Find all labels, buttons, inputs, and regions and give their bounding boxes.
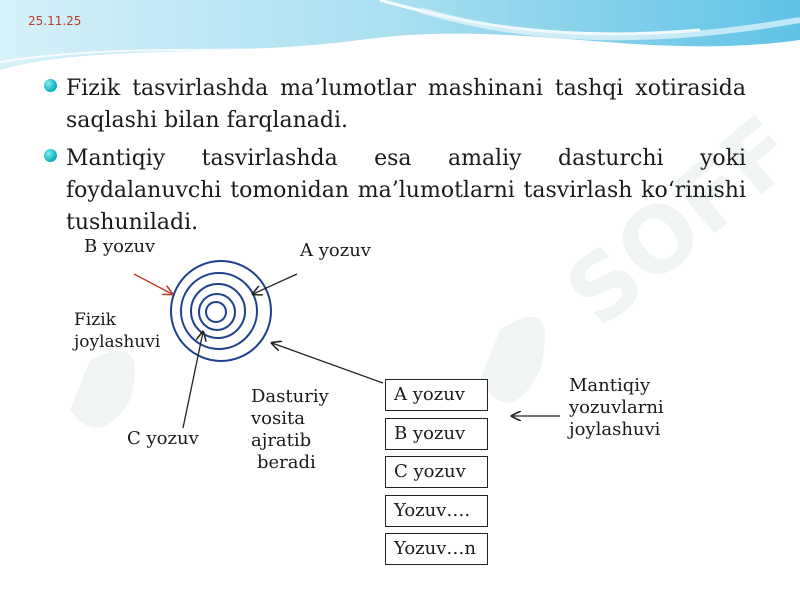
bullet-text: Mantiqiy tasvirlashda esa amaliy dasturc…: [66, 146, 746, 235]
software-tool-line: ajratib: [251, 430, 312, 451]
record-box: Yozuv…n: [385, 533, 488, 565]
track-ring: [180, 272, 258, 350]
logical-location-label: Mantiqiy yozuvlarni joylashuvi: [569, 375, 664, 441]
header-wave-decoration: [0, 0, 800, 70]
record-box: A yozuv: [385, 379, 488, 411]
software-tool-line: vosita: [251, 408, 305, 429]
record-box: B yozuv: [385, 418, 488, 450]
logical-location-line: joylashuvi: [569, 419, 661, 440]
bullet-item: Mantiqiy tasvirlashda esa amaliy dasturc…: [44, 143, 746, 239]
software-tool-line: beradi: [257, 452, 316, 473]
a-record-label: A yozuv: [300, 240, 371, 261]
logical-location-line: Mantiqiy: [569, 375, 651, 396]
physical-location-label: Fizik joylashuvi: [74, 309, 160, 353]
bullet-text: Fizik tasvirlashda ma’lumotlar mashinani…: [66, 76, 746, 133]
c-record-arrow: [182, 332, 203, 429]
software-tool-line: Dasturiy: [251, 386, 329, 407]
track-ring: [190, 283, 246, 339]
record-box: C yozuv: [385, 456, 488, 488]
bullet-icon: [44, 79, 57, 92]
track-ring: [170, 260, 272, 362]
concentric-tracks: [170, 260, 272, 362]
physical-location-line: joylashuvi: [74, 332, 161, 352]
track-ring: [205, 301, 227, 323]
b-record-label: B yozuv: [84, 236, 156, 257]
logical-location-line: yozuvlarni: [569, 397, 664, 418]
track-ring: [198, 293, 236, 331]
c-record-label: C yozuv: [127, 428, 199, 449]
bullet-item: Fizik tasvirlashda ma’lumotlar mashinani…: [44, 73, 746, 137]
a-record-arrow: [253, 273, 298, 294]
record-box: Yozuv….: [385, 495, 488, 527]
b-record-arrow: [133, 273, 172, 294]
software-arrow: [272, 343, 384, 384]
software-tool-label: Dasturiy vosita ajratib beradi: [251, 386, 329, 474]
bullet-icon: [44, 149, 57, 162]
physical-location-line: Fizik: [74, 310, 116, 330]
slide-date: 25.11.25: [28, 14, 82, 28]
